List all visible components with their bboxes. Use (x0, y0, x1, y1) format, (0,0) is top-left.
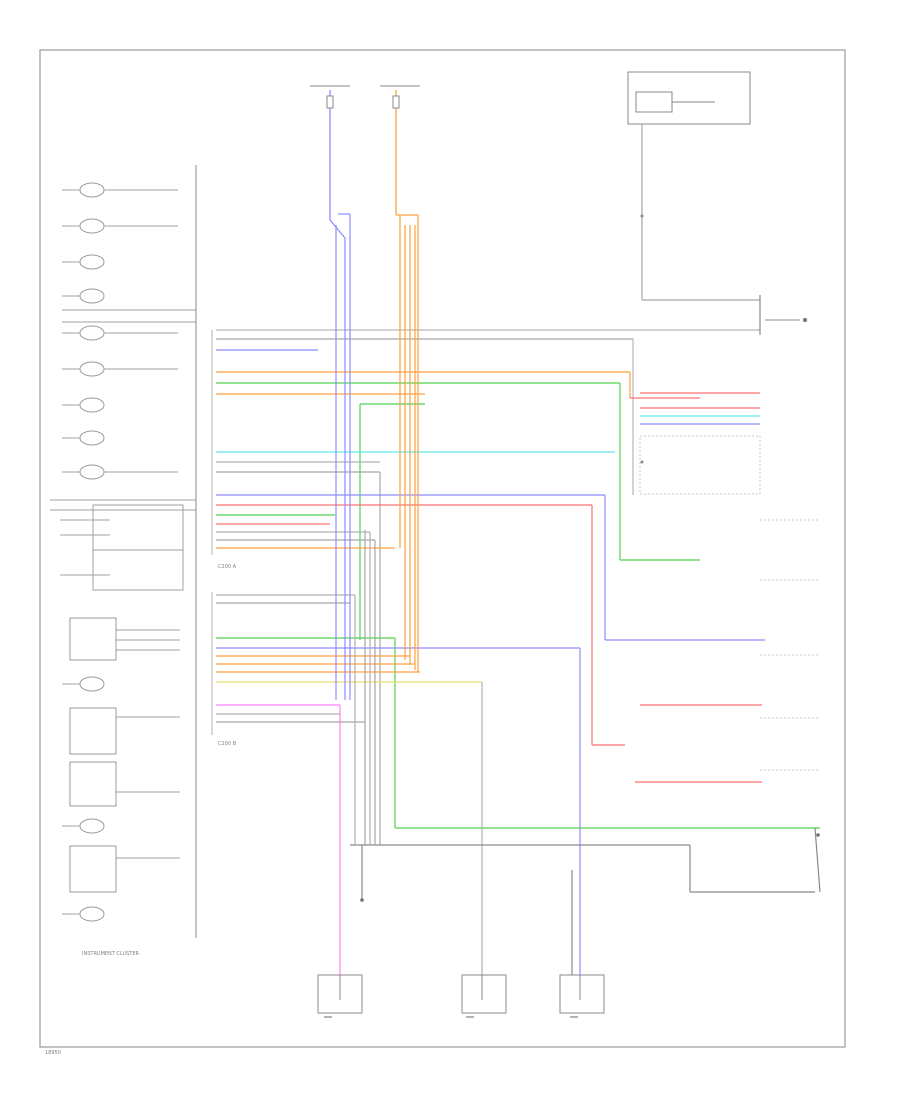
indicator-lamp (62, 361, 178, 377)
vertical-trunks (329, 90, 815, 900)
splice-dot-icon (640, 460, 644, 464)
indicator-lamp (62, 676, 105, 692)
control-module (639, 435, 761, 495)
indicator-lamp (62, 218, 178, 234)
connector-b-label: C200 B (218, 741, 237, 747)
component-separators (760, 519, 820, 771)
indicator-lamp (62, 397, 105, 413)
ground-symbol-icon (360, 898, 364, 902)
sender-unit (317, 974, 363, 1018)
indicator-lamp (62, 254, 105, 270)
indicator-lamp (62, 288, 105, 304)
indicator-lamp (62, 182, 178, 198)
wire-harness (216, 329, 765, 975)
indicator-lamp (62, 325, 178, 341)
gauge-box (69, 707, 180, 755)
gauge-box (69, 617, 180, 661)
indicator-lamp (62, 906, 105, 922)
diagram-frame (39, 49, 846, 1048)
splice-dot-icon (640, 214, 644, 218)
indicator-lamp (62, 430, 105, 446)
switch-contact-icon (816, 833, 820, 837)
instrument-cluster: INSTRUMENT CLUSTER (50, 165, 197, 957)
instrument-cluster-label: INSTRUMENT CLUSTER (82, 951, 140, 957)
connector-c200: C200 A C200 B (211, 330, 237, 747)
gauge-box (69, 761, 180, 807)
gauge-box (69, 845, 180, 893)
fuse-block (310, 85, 420, 109)
page-reference: 18950 (45, 1050, 61, 1056)
connector-a-label: C200 A (218, 564, 237, 570)
parking-brake-switch (760, 827, 821, 893)
ground-point (360, 870, 573, 975)
indicator-lamp (62, 464, 178, 480)
brake-switch (759, 295, 807, 335)
cluster-module (60, 504, 184, 591)
sender-unit (461, 974, 507, 1018)
indicator-lamp (62, 818, 105, 834)
switch-contact-icon (803, 318, 807, 322)
sender-unit (559, 974, 605, 1018)
relay-module (627, 71, 760, 301)
